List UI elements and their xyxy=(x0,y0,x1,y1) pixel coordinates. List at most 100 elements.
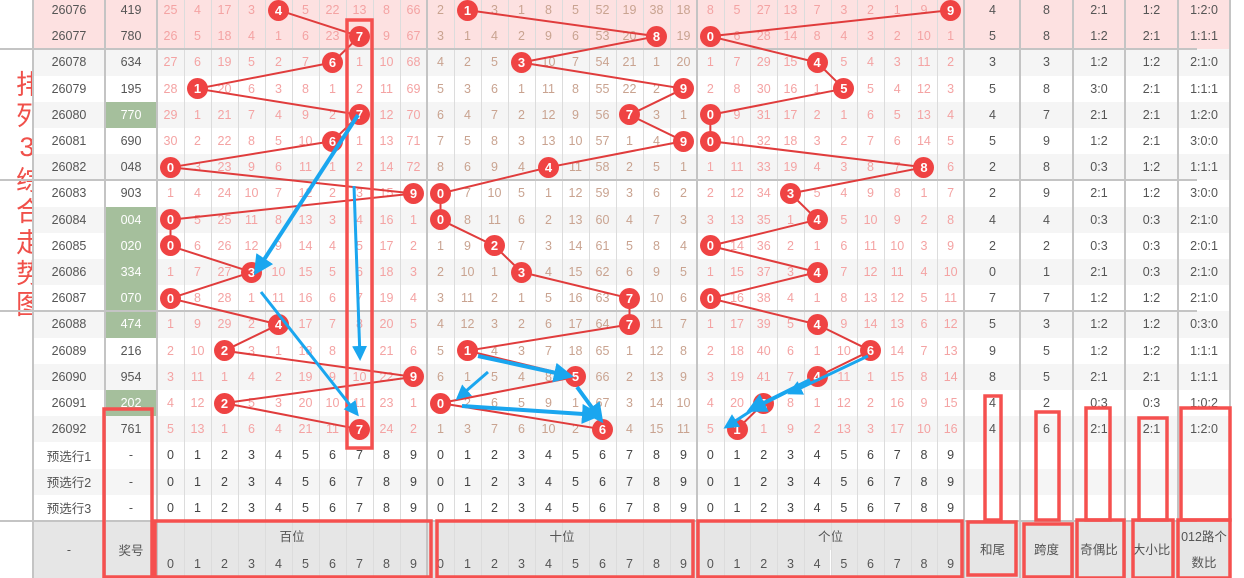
preselect-digit-u[interactable]: 3 xyxy=(786,500,794,515)
preselect-digit-u[interactable]: 0 xyxy=(706,500,714,515)
miss-count: 12 xyxy=(943,317,958,332)
preselect-digit-t[interactable]: 6 xyxy=(599,448,606,463)
preselect-digit-u[interactable]: 8 xyxy=(920,448,928,463)
preselect-digit-t[interactable]: 0 xyxy=(437,474,444,489)
preselect-digit-h[interactable]: 4 xyxy=(275,448,282,463)
preselect-digit-u[interactable]: 2 xyxy=(760,474,768,489)
preselect-digit-h[interactable]: 0 xyxy=(167,448,174,463)
preselect-digit-t[interactable]: 4 xyxy=(545,500,552,515)
preselect-digit-u[interactable]: 5 xyxy=(840,448,848,463)
preselect-digit-t[interactable]: 6 xyxy=(599,500,606,515)
preselect-digit-t[interactable]: 3 xyxy=(518,500,525,515)
preselect-digit-u[interactable]: 2 xyxy=(760,448,768,463)
preselect-digit-u[interactable]: 7 xyxy=(893,500,901,515)
preselect-digit-u[interactable]: 7 xyxy=(893,474,901,489)
preselect-digit-h[interactable]: 5 xyxy=(302,500,309,515)
preselect-digit-h[interactable]: 1 xyxy=(194,500,201,515)
miss-count: 7 xyxy=(653,212,660,227)
preselect-digit-t[interactable]: 2 xyxy=(491,474,498,489)
preselect-digit-t[interactable]: 5 xyxy=(572,448,579,463)
preselect-digit-u[interactable]: 2 xyxy=(760,500,768,515)
preselect-digit-h[interactable]: 1 xyxy=(194,448,201,463)
preselect-digit-h[interactable]: 5 xyxy=(302,448,309,463)
miss-count: 3 xyxy=(545,238,552,253)
miss-count: 13 xyxy=(379,134,394,149)
preselect-digit-t[interactable]: 5 xyxy=(572,474,579,489)
preselect-digit-t[interactable]: 0 xyxy=(437,448,444,463)
preselect-digit-u[interactable]: 1 xyxy=(733,448,741,463)
preselect-digit-t[interactable]: 9 xyxy=(680,474,687,489)
preselect-digit-h[interactable]: 9 xyxy=(410,474,417,489)
preselect-digit-h[interactable]: 3 xyxy=(248,448,255,463)
preselect-digit-u[interactable]: 9 xyxy=(947,448,955,463)
preselect-digit-u[interactable]: 6 xyxy=(867,448,874,463)
preselect-digit-h[interactable]: 4 xyxy=(275,474,282,489)
footer-digit: 6 xyxy=(857,549,884,578)
preselect-digit-t[interactable]: 9 xyxy=(680,448,687,463)
preselect-digit-t[interactable]: 2 xyxy=(491,448,498,463)
preselect-digit-u[interactable]: 5 xyxy=(840,500,848,515)
miss-count: 2 xyxy=(248,317,255,332)
preselect-digit-u[interactable]: 4 xyxy=(813,500,821,515)
preselect-digit-u[interactable]: 9 xyxy=(947,500,955,515)
preselect-digit-u[interactable]: 9 xyxy=(947,474,955,489)
preselect-digit-u[interactable]: 6 xyxy=(867,500,874,515)
winning-digit-ball: 0 xyxy=(160,209,181,231)
preselect-digit-t[interactable]: 8 xyxy=(653,500,660,515)
preselect-digit-h[interactable]: 8 xyxy=(383,474,390,489)
preselect-digit-t[interactable]: 7 xyxy=(626,500,633,515)
preselect-digit-h[interactable]: 7 xyxy=(356,500,363,515)
preselect-digit-h[interactable]: 3 xyxy=(248,500,255,515)
preselect-digit-u[interactable]: 3 xyxy=(786,474,794,489)
preselect-digit-t[interactable]: 0 xyxy=(437,500,444,515)
preselect-digit-u[interactable]: 8 xyxy=(920,500,928,515)
preselect-digit-u[interactable]: 0 xyxy=(706,448,714,463)
preselect-digit-u[interactable]: 7 xyxy=(893,448,901,463)
preselect-digit-t[interactable]: 3 xyxy=(518,474,525,489)
preselect-digit-t[interactable]: 7 xyxy=(626,448,633,463)
preselect-digit-h[interactable]: 9 xyxy=(410,500,417,515)
preselect-digit-h[interactable]: 6 xyxy=(329,448,336,463)
preselect-digit-u[interactable]: 1 xyxy=(733,474,741,489)
preselect-digit-h[interactable]: 8 xyxy=(383,448,390,463)
preselect-digit-t[interactable]: 9 xyxy=(680,500,687,515)
stat-big-small: 1:2 xyxy=(1142,186,1161,201)
preselect-digit-h[interactable]: 3 xyxy=(248,474,255,489)
preselect-digit-h[interactable]: 0 xyxy=(167,474,174,489)
preselect-digit-t[interactable]: 3 xyxy=(518,448,525,463)
preselect-digit-h[interactable]: 6 xyxy=(329,474,336,489)
preselect-digit-t[interactable]: 6 xyxy=(599,474,606,489)
preselect-digit-h[interactable]: 7 xyxy=(356,448,363,463)
preselect-digit-h[interactable]: 1 xyxy=(194,474,201,489)
preselect-digit-t[interactable]: 5 xyxy=(572,500,579,515)
miss-count: 7 xyxy=(733,55,741,70)
preselect-digit-u[interactable]: 4 xyxy=(813,474,821,489)
preselect-digit-h[interactable]: 0 xyxy=(167,500,174,515)
preselect-digit-h[interactable]: 8 xyxy=(383,500,390,515)
preselect-digit-h[interactable]: 6 xyxy=(329,500,336,515)
preselect-digit-t[interactable]: 1 xyxy=(464,500,471,515)
preselect-digit-t[interactable]: 8 xyxy=(653,474,660,489)
preselect-digit-u[interactable]: 3 xyxy=(786,448,794,463)
preselect-digit-h[interactable]: 2 xyxy=(221,500,228,515)
preselect-digit-h[interactable]: 2 xyxy=(221,448,228,463)
preselect-digit-t[interactable]: 1 xyxy=(464,448,471,463)
preselect-digit-h[interactable]: 9 xyxy=(410,448,417,463)
preselect-digit-u[interactable]: 0 xyxy=(706,474,714,489)
preselect-digit-u[interactable]: 4 xyxy=(813,448,821,463)
preselect-digit-t[interactable]: 4 xyxy=(545,474,552,489)
preselect-digit-t[interactable]: 2 xyxy=(491,500,498,515)
preselect-digit-h[interactable]: 4 xyxy=(275,500,282,515)
preselect-digit-t[interactable]: 8 xyxy=(653,448,660,463)
preselect-digit-u[interactable]: 6 xyxy=(867,474,874,489)
preselect-digit-u[interactable]: 1 xyxy=(733,500,741,515)
preselect-digit-h[interactable]: 5 xyxy=(302,474,309,489)
preselect-digit-h[interactable]: 7 xyxy=(356,474,363,489)
preselect-digit-t[interactable]: 1 xyxy=(464,474,471,489)
preselect-digit-h[interactable]: 2 xyxy=(221,474,228,489)
draw-number: 195 xyxy=(120,81,142,96)
preselect-digit-u[interactable]: 5 xyxy=(840,474,848,489)
preselect-digit-t[interactable]: 4 xyxy=(545,448,552,463)
preselect-digit-u[interactable]: 8 xyxy=(920,474,928,489)
preselect-digit-t[interactable]: 7 xyxy=(626,474,633,489)
